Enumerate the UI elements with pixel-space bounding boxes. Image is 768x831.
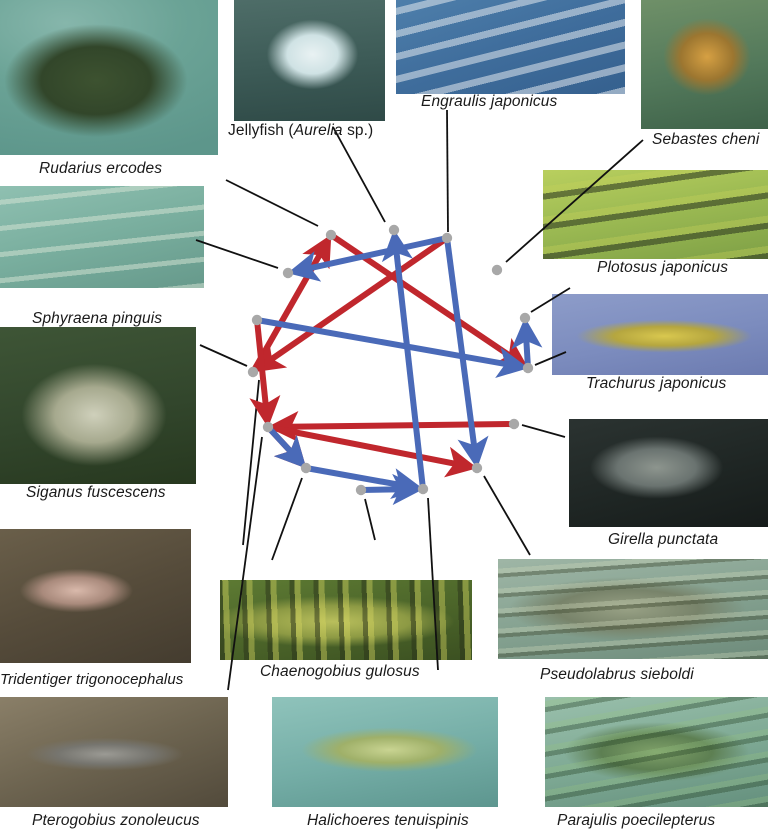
network-edge-n9-to-n14 xyxy=(267,411,515,443)
leader-line-siganus xyxy=(199,344,248,367)
leader-line-girella xyxy=(521,424,566,438)
network-edge-n11-to-n4 xyxy=(381,229,426,490)
leader-line-sphyraena xyxy=(195,239,279,269)
species-photo-trachurus xyxy=(552,294,768,375)
caption-jellyfish-common: Jellyfish ( xyxy=(228,122,294,139)
leader-line-jellyfish xyxy=(332,126,386,223)
network-node-rudarius xyxy=(251,314,263,326)
network-edge-n5-to-n10 xyxy=(444,237,489,469)
network-node-halichoeres xyxy=(355,484,367,496)
photo-image-plotosus xyxy=(543,170,768,259)
caption-siganus: Siganus fuscescens xyxy=(26,484,166,501)
caption-girella: Girella punctata xyxy=(608,531,719,548)
species-photo-engraulis xyxy=(396,0,625,94)
caption-halichoeres: Halichoeres tenuispinis xyxy=(307,812,469,829)
network-edge-n5-to-n2 xyxy=(287,235,448,282)
network-node-siganus xyxy=(247,366,259,378)
photo-image-parajulis xyxy=(545,697,768,807)
photo-image-sphyraena xyxy=(0,186,204,288)
caption-sphyraena: Sphyraena pinguis xyxy=(32,310,163,327)
species-photo-tridentiger xyxy=(0,529,191,663)
leader-lines xyxy=(195,109,644,691)
leader-line-trachurus xyxy=(534,351,567,366)
network-edge-n1-to-n8 xyxy=(256,317,529,379)
network-node-plotosus xyxy=(491,264,503,276)
leader-line-chaenogobius xyxy=(271,477,303,561)
network-edge-n1-to-n14 xyxy=(249,319,281,428)
network-node-parajulis xyxy=(417,483,429,495)
network-edge-n14-to-n13 xyxy=(265,424,307,469)
photo-image-halichoeres xyxy=(272,697,498,807)
network-node-chaenogobius xyxy=(300,462,312,474)
species-photo-siganus xyxy=(0,327,196,484)
species-photo-jellyfish xyxy=(234,0,385,121)
caption-engraulis: Engraulis japonicus xyxy=(421,93,558,110)
network-edge-n5-to-n15 xyxy=(252,235,449,373)
species-photo-sphyraena xyxy=(0,186,204,288)
caption-pseudolabrus: Pseudolabrus sieboldi xyxy=(540,666,694,683)
photo-image-pseudolabrus xyxy=(498,559,768,659)
photo-image-siganus xyxy=(0,327,196,484)
leader-line-plotosus xyxy=(530,287,571,313)
leader-line-pseudolabrus xyxy=(483,475,531,556)
species-photo-sebastes xyxy=(641,0,768,129)
photo-image-girella xyxy=(569,419,768,527)
caption-sebastes: Sebastes cheni xyxy=(652,131,760,148)
species-photo-rudarius xyxy=(0,0,218,155)
photo-image-tridentiger xyxy=(0,529,191,663)
network-node-girella xyxy=(508,418,520,430)
species-photo-halichoeres xyxy=(272,697,498,807)
caption-tridentiger: Tridentiger trigonocephalus xyxy=(0,671,184,688)
leader-line-pterogobius xyxy=(227,436,263,691)
network-node-trachurus2 xyxy=(522,362,534,374)
network-edge-n14-to-n10 xyxy=(267,424,478,478)
caption-rudarius: Rudarius ercodes xyxy=(39,160,163,177)
species-photo-pseudolabrus xyxy=(498,559,768,659)
leader-line-sebastes xyxy=(505,139,644,263)
caption-trachurus: Trachurus japonicus xyxy=(586,375,727,392)
photo-image-sebastes xyxy=(641,0,768,129)
leader-line-rudarius xyxy=(225,179,319,227)
leader-line-halichoeres xyxy=(364,498,376,541)
leader-line-engraulis xyxy=(446,109,449,233)
photo-image-rudarius xyxy=(0,0,218,155)
species-photo-parajulis xyxy=(545,697,768,807)
caption-chaenogobius: Chaenogobius gulosus xyxy=(260,663,420,680)
caption-plotosus: Plotosus japonicus xyxy=(597,259,729,276)
network-edge-n13-to-n11 xyxy=(305,465,424,499)
network-edge-n15-to-n3 xyxy=(250,234,332,374)
leader-line-parajulis xyxy=(427,497,439,671)
photo-image-trachurus xyxy=(552,294,768,375)
network-node-jellyfish xyxy=(325,229,337,241)
caption-jellyfish: Jellyfish (Aurelia sp.) xyxy=(228,122,373,140)
species-photo-chaenogobius xyxy=(220,580,472,660)
caption-pterogobius: Pterogobius zonoleucus xyxy=(32,812,200,829)
species-photo-girella xyxy=(569,419,768,527)
photo-image-pterogobius xyxy=(0,697,228,807)
network-node-pterogobius xyxy=(262,421,274,433)
network-node-trachurus xyxy=(519,312,531,324)
network-node-sphyraena xyxy=(282,267,294,279)
network-edge-n8-to-n7 xyxy=(511,317,543,369)
caption-parajulis: Parajulis poecilepterus xyxy=(557,812,716,829)
network-nodes xyxy=(247,224,534,496)
network-node-engraulis xyxy=(388,224,400,236)
photo-image-jellyfish xyxy=(234,0,385,121)
network-edge-n12-to-n11 xyxy=(360,473,424,506)
caption-jellyfish-genus: Aurelia xyxy=(293,122,343,139)
photo-image-chaenogobius xyxy=(220,580,472,660)
photo-image-engraulis xyxy=(396,0,625,94)
network-edges xyxy=(249,229,543,506)
network-node-pseudolabrus xyxy=(471,462,483,474)
species-photo-plotosus xyxy=(543,170,768,259)
network-node-sebastes xyxy=(441,232,453,244)
species-photo-pterogobius xyxy=(0,697,228,807)
caption-jellyfish-suffix: sp.) xyxy=(342,122,374,139)
